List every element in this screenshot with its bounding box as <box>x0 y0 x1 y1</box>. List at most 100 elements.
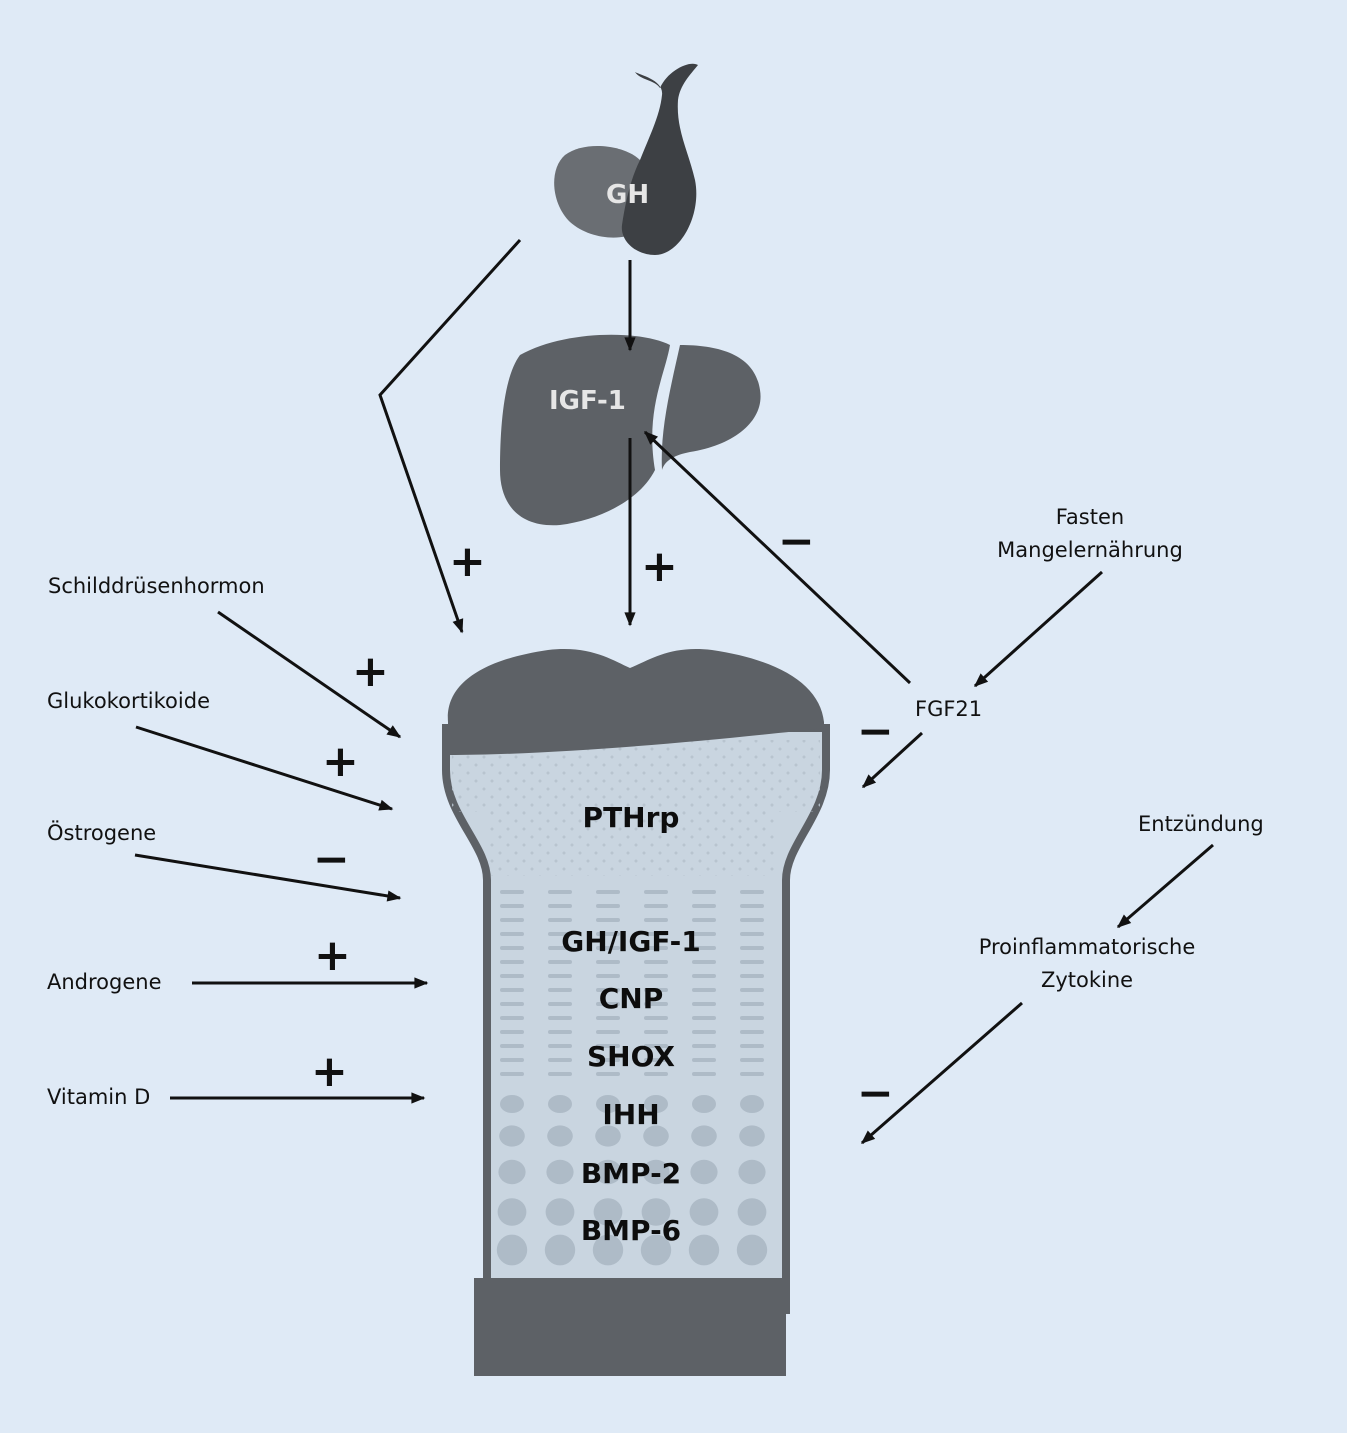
cartilage-cell-flat <box>740 932 764 936</box>
cartilage-cell-flat <box>740 974 764 978</box>
cartilage-cell-flat <box>692 974 716 978</box>
cartilage-cell-round <box>497 1198 527 1226</box>
entzuendung-label: Entzündung <box>1138 812 1264 836</box>
factor-gh-igf1-label: GH/IGF-1 <box>561 925 701 958</box>
cartilage-cell-round <box>644 1095 668 1113</box>
cartilage-cell-flat <box>596 932 620 936</box>
cartilage-cell-flat <box>548 1072 572 1076</box>
cartilage-cell-flat <box>548 1058 572 1062</box>
mangelernaehrung-label: Mangelernährung <box>997 538 1183 562</box>
cartilage-cell-flat <box>500 904 524 908</box>
cartilage-cell-flat <box>692 1058 716 1062</box>
cartilage-cell-flat <box>644 1072 668 1076</box>
cartilage-cell-round <box>544 1234 576 1266</box>
cartilage-cell-flat <box>644 1016 668 1020</box>
cartilage-cell-flat <box>692 988 716 992</box>
cartilage-cell-flat <box>596 946 620 950</box>
cartilage-cell-flat <box>500 946 524 950</box>
cartilage-cell-flat <box>740 1002 764 1006</box>
cartilage-cell-flat <box>740 1072 764 1076</box>
cartilage-cell-flat <box>644 932 668 936</box>
sign-igf1-direct: + <box>641 541 678 592</box>
cartilage-cell-flat <box>644 904 668 908</box>
cartilage-cell-flat <box>692 1016 716 1020</box>
cartilage-cell-flat <box>500 1058 524 1062</box>
sign-oestrogene: − <box>313 834 350 885</box>
cartilage-cell-flat <box>500 974 524 978</box>
influence-schilddruesenhormon-label: Schilddrüsenhormon <box>48 574 265 598</box>
cartilage-cell-flat <box>596 974 620 978</box>
growth-plate <box>442 649 830 1376</box>
cartilage-cell-flat <box>596 918 620 922</box>
cartilage-cell-round <box>640 1234 672 1266</box>
pituitary-label: GH <box>606 180 650 210</box>
cartilage-cell-flat <box>740 1044 764 1048</box>
arrow-fgf21-to-plate <box>861 731 924 789</box>
cartilage-cell-flat <box>692 904 716 908</box>
cartilage-cell-flat <box>500 1044 524 1048</box>
cartilage-cell-flat <box>596 904 620 908</box>
sign-gh-direct: + <box>449 536 486 587</box>
cartilage-cell-flat <box>596 1044 620 1048</box>
proinflammatorische-label: Proinflammatorische <box>978 935 1196 959</box>
cartilage-cell-flat <box>548 974 572 978</box>
factor-bmp6-label: BMP-6 <box>580 1214 682 1247</box>
cartilage-cell-flat <box>596 1002 620 1006</box>
cartilage-cell-flat <box>500 960 524 964</box>
cartilage-cell-flat <box>740 904 764 908</box>
cartilage-cell-flat <box>500 1002 524 1006</box>
cartilage-cell-flat <box>596 1058 620 1062</box>
cartilage-cell-flat <box>644 918 668 922</box>
sign-glukokortikoide: + <box>322 736 359 787</box>
cartilage-cell-flat <box>692 1030 716 1034</box>
cartilage-cell-round <box>642 1159 670 1185</box>
cartilage-cell-flat <box>692 918 716 922</box>
arrow-fgf21-to-liver <box>643 430 912 685</box>
cartilage-cell-flat <box>692 1002 716 1006</box>
arrow-glukokortikoide <box>135 725 394 811</box>
factor-bmp2-label: BMP-2 <box>580 1157 682 1190</box>
cartilage-cell-round <box>496 1234 528 1266</box>
arrow-fasten-to-fgf21 <box>973 570 1104 688</box>
cartilage-cell-round <box>691 1125 717 1147</box>
liver-label: IGF-1 <box>549 386 626 416</box>
cartilage-cell-round <box>547 1125 573 1147</box>
cartilage-cell-flat <box>500 890 524 894</box>
cartilage-cell-flat <box>500 988 524 992</box>
liver <box>500 334 761 526</box>
influence-vitamin-d-label: Vitamin D <box>47 1085 151 1109</box>
influence-glukokortikoide-label: Glukokortikoide <box>47 689 210 713</box>
pthrp-label: PTHrp <box>582 801 680 834</box>
cartilage-cell-flat <box>740 1030 764 1034</box>
zytokine-label: Zytokine <box>1040 968 1134 992</box>
cartilage-cell-round <box>643 1125 669 1147</box>
cartilage-cell-round <box>595 1125 621 1147</box>
cartilage-cell-flat <box>548 1002 572 1006</box>
cartilage-cell-flat <box>548 918 572 922</box>
cartilage-cell-flat <box>500 1072 524 1076</box>
cartilage-cell-flat <box>740 946 764 950</box>
fgf21-label: FGF21 <box>915 697 983 721</box>
influence-androgene-label: Androgene <box>47 970 162 994</box>
cartilage-cell-flat <box>644 988 668 992</box>
cartilage-cell-round <box>688 1234 720 1266</box>
cartilage-cell-flat <box>644 1058 668 1062</box>
cartilage-cell-round <box>592 1234 624 1266</box>
cartilage-cell-flat <box>740 890 764 894</box>
cartilage-cell-flat <box>548 1016 572 1020</box>
cartilage-cell-flat <box>548 904 572 908</box>
cartilage-cell-round <box>594 1159 622 1185</box>
arrow-entzuendung <box>1116 843 1214 929</box>
cartilage-cell-flat <box>644 890 668 894</box>
cartilage-cell-round <box>548 1095 572 1113</box>
cartilage-cell-flat <box>692 946 716 950</box>
sign-fgf21-on-liver: − <box>778 516 815 567</box>
arrow-oestrogene <box>134 853 402 902</box>
cartilage-cell-flat <box>548 1044 572 1048</box>
cartilage-cell-flat <box>740 1016 764 1020</box>
cartilage-cell-round <box>500 1095 524 1113</box>
cartilage-cell-round <box>736 1234 768 1266</box>
cartilage-cell-flat <box>596 960 620 964</box>
